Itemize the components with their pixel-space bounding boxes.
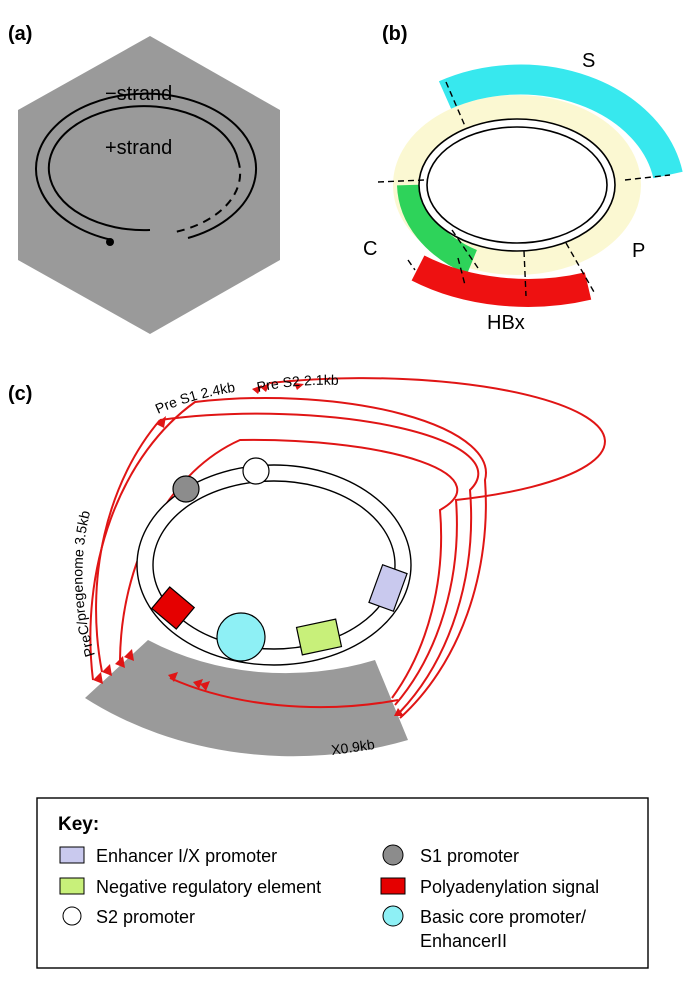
key-swatch-polya [380, 877, 406, 895]
gene-label-P: P [632, 240, 645, 262]
transcript-X [169, 677, 399, 709]
key-label-core: Basic core promoter/ [420, 907, 586, 927]
panel-a: (a) −strand +strand [8, 23, 280, 334]
transcript-preC [89, 396, 487, 719]
gene-boundaries [377, 81, 671, 297]
gene-HBx-arc [411, 255, 592, 307]
gene-C-arc [397, 184, 478, 275]
polyadenylation-marker [150, 586, 196, 630]
core-promoter-marker [216, 612, 266, 662]
enhancer-marker [368, 563, 408, 613]
key-swatch-s1 [382, 844, 404, 866]
transcript-preS1 [95, 412, 480, 713]
strand-cap-dot [106, 238, 114, 246]
panel-c-label: (c) [8, 383, 32, 405]
gene-P-arc [393, 95, 641, 275]
plus-strand-label: +strand [105, 137, 172, 159]
panel-c: (c) [8, 372, 606, 758]
x-region-band [85, 640, 408, 757]
key-label-enhancer: Enhancer I/X promoter [96, 846, 277, 866]
key-swatch-s2 [62, 906, 82, 926]
key-swatch-enhancer [59, 846, 85, 864]
key-label-polya: Polyadenylation signal [420, 877, 599, 897]
plus-strand-gap [174, 159, 242, 233]
negative-regulatory-marker [295, 618, 343, 656]
gene-label-HBx: HBx [487, 312, 525, 334]
key-swatch-negative [59, 877, 85, 895]
gene-label-S: S [582, 50, 595, 72]
key-frame [36, 797, 649, 969]
s1-promoter-marker [172, 475, 200, 503]
genome-c-inner [152, 480, 396, 650]
s2-promoter-marker [242, 457, 270, 485]
label-preS1-path: Pre S1 2.4kb [153, 379, 237, 417]
panel-a-label: (a) [8, 23, 32, 45]
key-label-negative: Negative regulatory element [96, 877, 321, 897]
panel-b-label: (b) [382, 23, 408, 45]
key-title: Key: [58, 814, 99, 835]
panel-b: (b) S C P HBx [363, 23, 683, 334]
transcript-preS2 [269, 377, 606, 706]
key-swatch-core [382, 905, 404, 927]
label-preS2-path: Pre S2 2.1kb [255, 372, 339, 395]
label-preS2: Pre S2 2.1kb [255, 372, 339, 395]
plus-strand-line [47, 105, 239, 232]
gene-S-arc [438, 64, 683, 179]
key-label-s2: S2 promoter [96, 907, 195, 927]
key-box: Key: Enhancer I/X promoter S1 promoter N… [36, 797, 649, 969]
genome-inner-ring [426, 126, 608, 244]
capsid-hexagon [18, 36, 280, 334]
minus-strand-line [35, 92, 258, 241]
label-X: X0.9kb [330, 736, 376, 758]
label-preS1: Pre S1 2.4kb [153, 379, 237, 417]
key-label-core-line2: EnhancerII [420, 931, 507, 951]
gene-label-C: C [363, 238, 377, 260]
transcript-start-arrows [93, 383, 404, 716]
key-label-s1: S1 promoter [420, 846, 519, 866]
